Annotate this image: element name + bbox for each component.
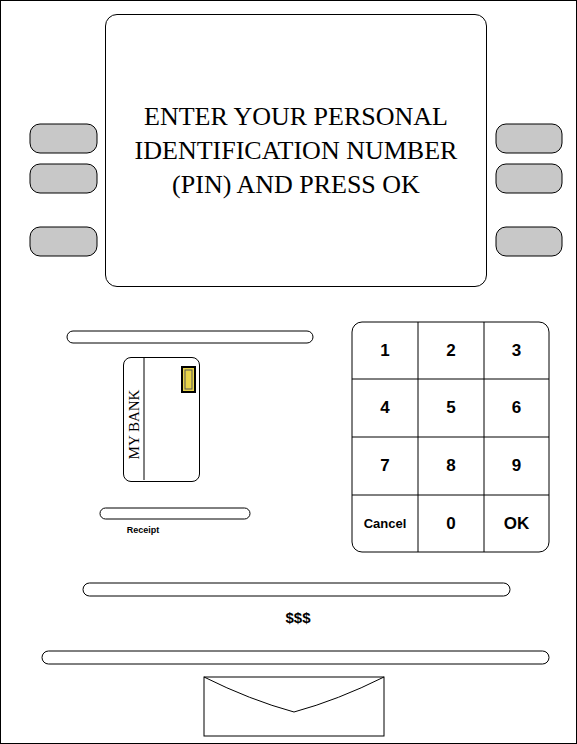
key-label: 0: [446, 514, 455, 534]
screen-message: ENTER YOUR PERSONAL IDENTIFICATION NUMBE…: [131, 100, 461, 202]
keypad-key: 1: [352, 322, 418, 379]
keypad-key: 4: [352, 379, 418, 437]
keypad-key: 9: [484, 437, 549, 495]
cash-label: $$$: [285, 609, 310, 626]
key-label: 1: [380, 341, 389, 361]
key-label: 2: [446, 341, 455, 361]
receipt-label: Receipt: [127, 525, 160, 535]
keypad-key: 8: [418, 437, 484, 495]
key-label: 4: [380, 398, 389, 418]
key-label: 7: [380, 456, 389, 476]
keypad-key: 7: [352, 437, 418, 495]
keypad-key: 3: [484, 322, 549, 379]
keypad-key: OK: [484, 495, 549, 552]
bank-card: MY BANK: [123, 357, 200, 482]
keypad-key: 2: [418, 322, 484, 379]
key-label: 8: [446, 456, 455, 476]
screen: ENTER YOUR PERSONAL IDENTIFICATION NUMBE…: [105, 14, 487, 287]
key-label: 3: [512, 341, 521, 361]
key-label: OK: [504, 514, 530, 534]
key-label: 9: [512, 456, 521, 476]
key-label: 5: [446, 398, 455, 418]
key-label: 6: [512, 398, 521, 418]
keypad-key: 5: [418, 379, 484, 437]
keypad-key: Cancel: [352, 495, 418, 552]
keypad-key: 0: [418, 495, 484, 552]
card-brand: MY BANK: [127, 389, 144, 459]
keypad-key: 6: [484, 379, 549, 437]
key-label: Cancel: [364, 516, 407, 531]
